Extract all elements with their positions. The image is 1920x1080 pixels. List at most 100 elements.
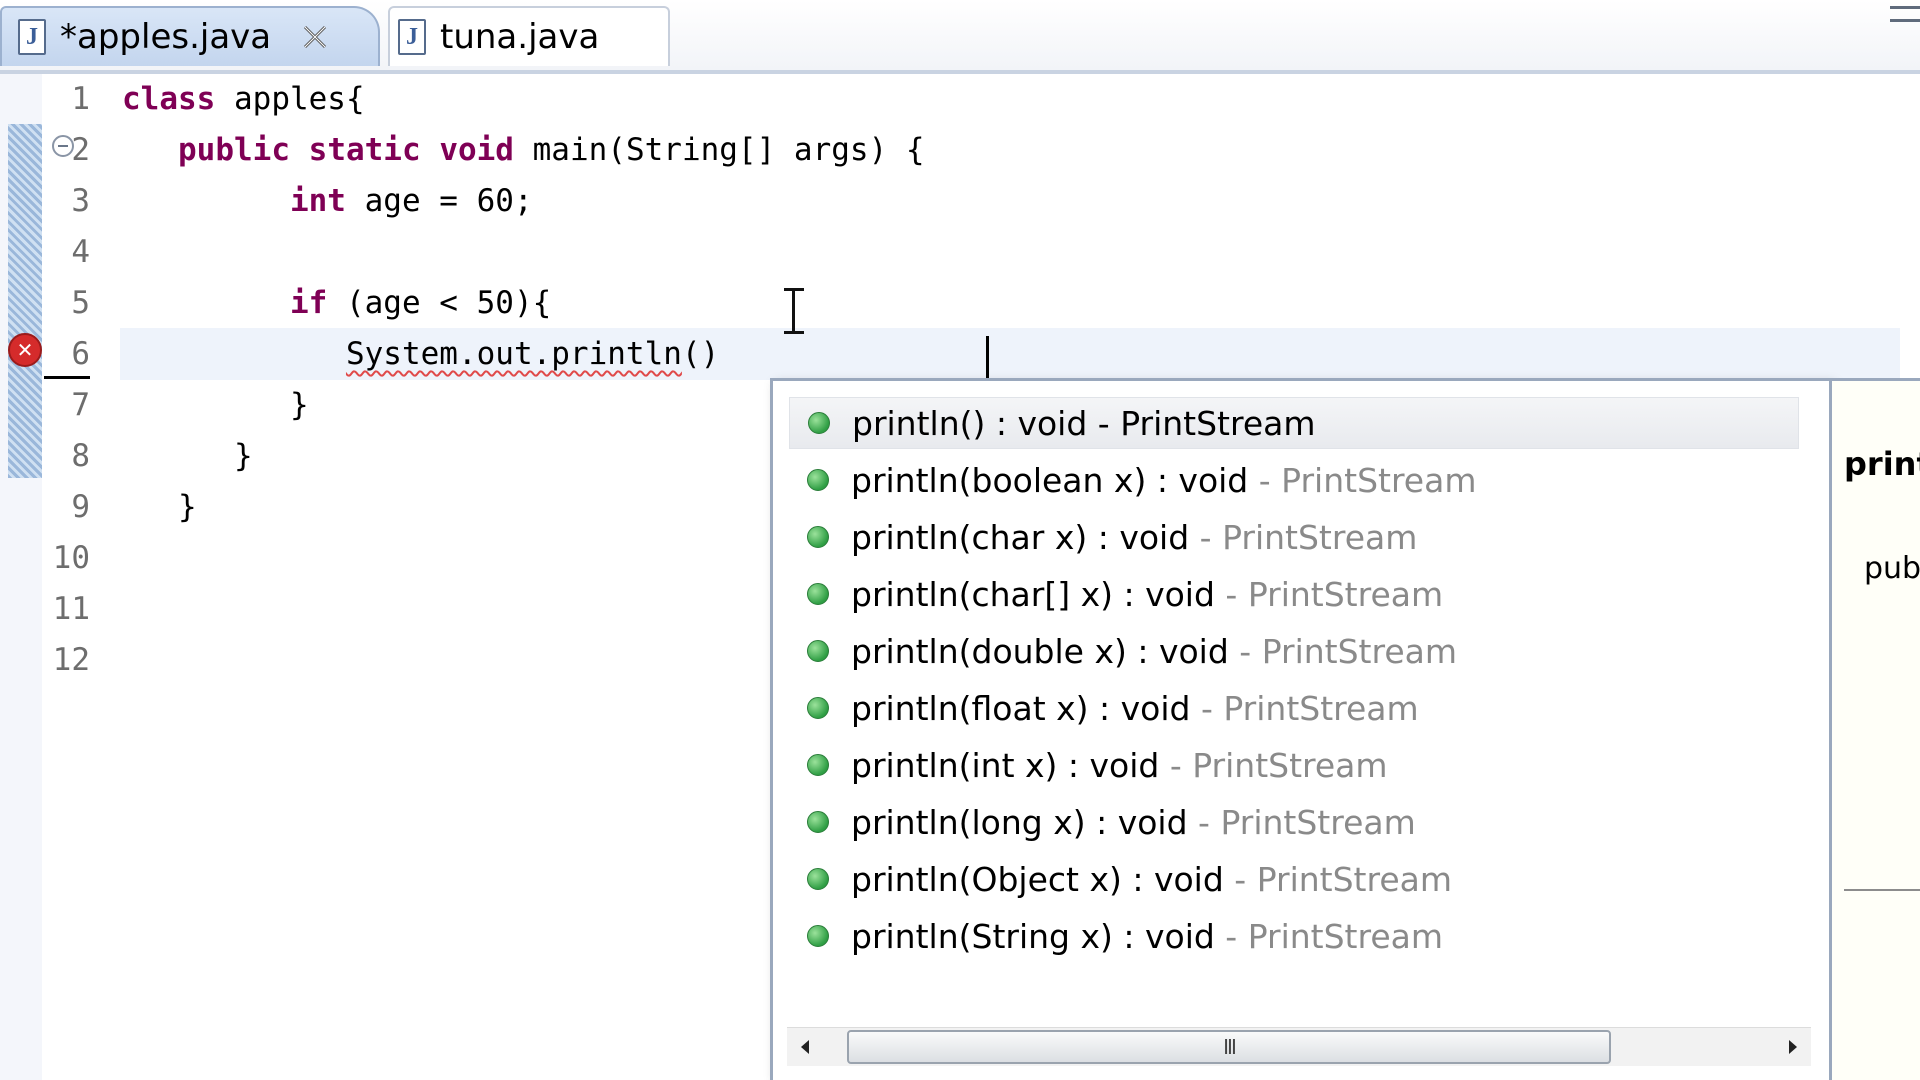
grip-icon: III	[1223, 1035, 1237, 1059]
indent	[122, 183, 290, 219]
ibeam-cursor-icon	[784, 288, 804, 334]
divider	[1844, 889, 1920, 891]
error-icon[interactable]: ✕	[8, 333, 42, 367]
code-line[interactable]: }	[122, 380, 309, 431]
code-line[interactable]: public static void main(String[] args) {	[122, 125, 925, 176]
proposal-separator: -	[1187, 802, 1221, 842]
proposal-separator: -	[1214, 916, 1248, 956]
code-token: age = 60;	[345, 183, 533, 219]
line-number: 3	[71, 183, 90, 219]
line-number: 11	[52, 591, 90, 627]
keyword-token: int	[289, 183, 346, 219]
indent	[122, 336, 346, 372]
indent	[122, 489, 178, 525]
proposal-signature: println(Object x) : void	[851, 859, 1224, 899]
code-line[interactable]: }	[122, 431, 253, 482]
collapse-icon[interactable]	[52, 135, 74, 157]
maximize-icon[interactable]	[1890, 6, 1920, 22]
proposal-signature: println(long x) : void	[851, 802, 1188, 842]
horizontal-scrollbar[interactable]: III	[787, 1027, 1811, 1066]
javadoc-signature: pub	[1864, 551, 1920, 586]
text-cursor	[986, 336, 989, 378]
public-method-icon	[807, 811, 829, 833]
proposal-item[interactable]: println(Object x) : void - PrintStream	[789, 853, 1799, 905]
editor-tab-bar: J *apples.java J tuna.java	[0, 0, 1920, 74]
proposal-signature: println(boolean x) : void	[851, 460, 1249, 500]
line-number: 7	[71, 387, 90, 423]
javadoc-title: print	[1844, 445, 1920, 483]
proposal-declaring-type: PrintStream	[1222, 517, 1418, 557]
quick-diff-change-bar	[8, 124, 42, 478]
line-number: 5	[71, 285, 90, 321]
proposal-item[interactable]: println(String x) : void - PrintStream	[789, 910, 1799, 962]
proposal-item[interactable]: println(double x) : void - PrintStream	[789, 625, 1799, 677]
keyword-token: public	[178, 132, 290, 168]
keyword-token: if	[289, 285, 328, 321]
keyword-token: static	[308, 132, 421, 168]
proposal-item[interactable]: println(long x) : void - PrintStream	[789, 796, 1799, 848]
indent	[122, 387, 290, 423]
code-token: ()	[681, 336, 720, 372]
proposal-separator: -	[1159, 745, 1193, 785]
code-token: }	[178, 489, 197, 525]
indent	[122, 285, 290, 321]
proposal-item[interactable]: println(char x) : void - PrintStream	[789, 511, 1799, 563]
proposal-declaring-type: PrintStream	[1247, 574, 1444, 614]
line-number: 10	[52, 540, 90, 576]
proposal-declaring-type: PrintStream	[1223, 688, 1419, 728]
code-token: main(String[] args) {	[513, 132, 925, 168]
tab-label: *apples.java	[60, 17, 272, 57]
proposal-declaring-type: PrintStream	[1256, 859, 1452, 899]
proposal-declaring-type: PrintStream	[1261, 631, 1457, 671]
keyword-token: void	[439, 132, 514, 168]
proposal-item[interactable]: println(float x) : void - PrintStream	[789, 682, 1799, 734]
code-token: (age < 50){	[327, 285, 552, 321]
scroll-thumb[interactable]: III	[847, 1030, 1611, 1064]
proposal-signature: println(int x) : void	[851, 745, 1160, 785]
current-line-highlight	[120, 328, 1900, 380]
proposal-separator: -	[1214, 574, 1248, 614]
proposal-separator: -	[1228, 631, 1262, 671]
proposal-declaring-type: PrintStream	[1220, 802, 1416, 842]
indent	[122, 438, 234, 474]
javadoc-hover: print pub	[1832, 378, 1920, 1080]
proposal-item[interactable]: println(char[] x) : void - PrintStream	[789, 568, 1799, 620]
proposal-separator: -	[1189, 517, 1223, 557]
code-line[interactable]: System.out.println()	[122, 329, 719, 380]
proposal-item[interactable]: println(int x) : void - PrintStream	[789, 739, 1799, 791]
proposal-declaring-type: PrintStream	[1192, 745, 1388, 785]
code-line[interactable]: }	[122, 482, 197, 533]
public-method-icon	[808, 412, 830, 434]
proposal-item[interactable]: println() : void - PrintStream	[789, 397, 1799, 449]
code-line[interactable]: class apples{	[122, 74, 365, 125]
public-method-icon	[807, 754, 829, 776]
public-method-icon	[807, 868, 829, 890]
proposal-declaring-type: PrintStream	[1120, 403, 1316, 443]
proposal-item[interactable]: println(boolean x) : void - PrintStream	[789, 454, 1799, 506]
code-line[interactable]: int age = 60;	[122, 176, 533, 227]
line-number: 6	[71, 336, 90, 372]
public-method-icon	[807, 925, 829, 947]
scroll-right-icon[interactable]	[1775, 1028, 1811, 1066]
proposal-separator: -	[1190, 688, 1224, 728]
proposal-signature: println() : void	[852, 403, 1088, 443]
public-method-icon	[807, 640, 829, 662]
code-line[interactable]: if (age < 50){	[122, 278, 551, 329]
tab-apples-java[interactable]: J *apples.java	[0, 6, 380, 66]
scroll-left-icon[interactable]	[787, 1028, 823, 1066]
public-method-icon	[807, 583, 829, 605]
tab-tuna-java[interactable]: J tuna.java	[388, 6, 670, 66]
code-token: }	[233, 438, 253, 474]
code-token	[421, 132, 440, 168]
close-icon[interactable]	[299, 21, 331, 53]
line-number: 9	[71, 489, 90, 525]
proposal-signature: println(float x) : void	[851, 688, 1191, 728]
java-file-icon: J	[398, 19, 426, 55]
keyword-token: class	[122, 81, 216, 117]
public-method-icon	[807, 697, 829, 719]
code-token: }	[289, 387, 309, 423]
